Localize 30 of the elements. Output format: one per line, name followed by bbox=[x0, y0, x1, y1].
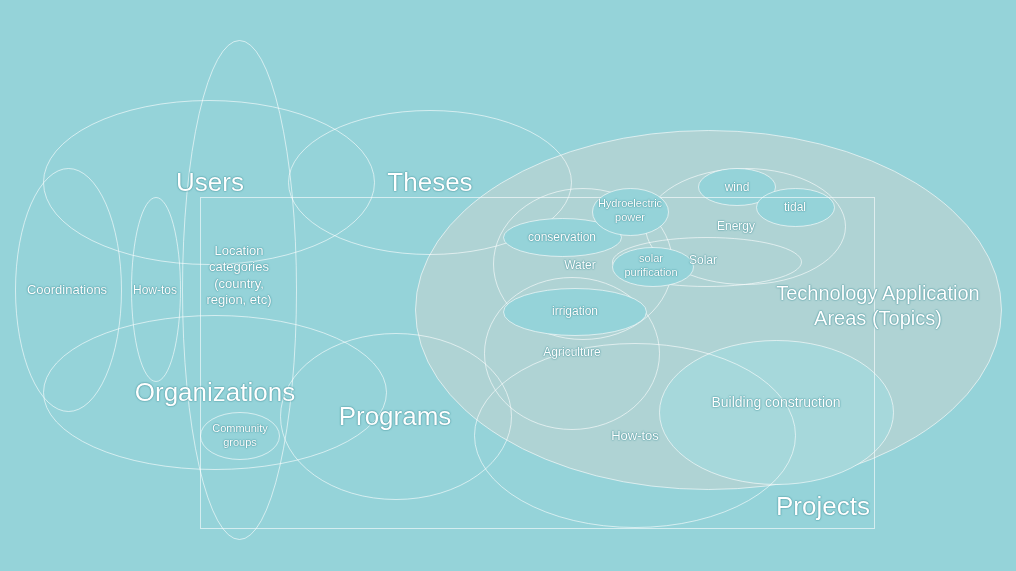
set-label: Programs bbox=[337, 399, 453, 433]
set-label: solar purification bbox=[623, 252, 679, 280]
set-ellipse bbox=[484, 277, 660, 430]
set-ellipse bbox=[15, 168, 122, 412]
set-ellipse bbox=[200, 412, 280, 460]
set-ellipse bbox=[612, 237, 802, 287]
set-label: Users bbox=[175, 165, 245, 199]
set-ellipse bbox=[698, 168, 776, 206]
set-ellipse bbox=[756, 188, 835, 227]
set-label: Theses bbox=[386, 165, 474, 199]
set-label: irrigation bbox=[551, 303, 599, 319]
set-label: Hydroelectric power bbox=[596, 197, 664, 225]
set-label: Building construction bbox=[710, 394, 842, 412]
set-label: wind bbox=[723, 179, 751, 195]
set-ellipse bbox=[503, 288, 647, 336]
set-label: Projects bbox=[775, 489, 871, 523]
set-label: Energy bbox=[716, 218, 756, 234]
set-label: Community groups bbox=[211, 422, 269, 450]
set-label: conservation bbox=[526, 229, 597, 245]
set-label: Location categories (country, region, etc) bbox=[205, 242, 273, 308]
set-ellipse bbox=[131, 197, 181, 382]
set-label: Technology Application Areas (Topics) bbox=[775, 281, 981, 331]
set-label: How-tos bbox=[610, 427, 660, 445]
set-label: Water bbox=[563, 257, 597, 273]
set-ellipse bbox=[659, 340, 894, 485]
set-label: Coordinations bbox=[25, 281, 109, 299]
set-label: tidal bbox=[783, 199, 807, 215]
set-label: Agriculture bbox=[542, 344, 602, 360]
set-label: Solar bbox=[688, 252, 718, 268]
set-label: How-tos bbox=[132, 282, 178, 298]
